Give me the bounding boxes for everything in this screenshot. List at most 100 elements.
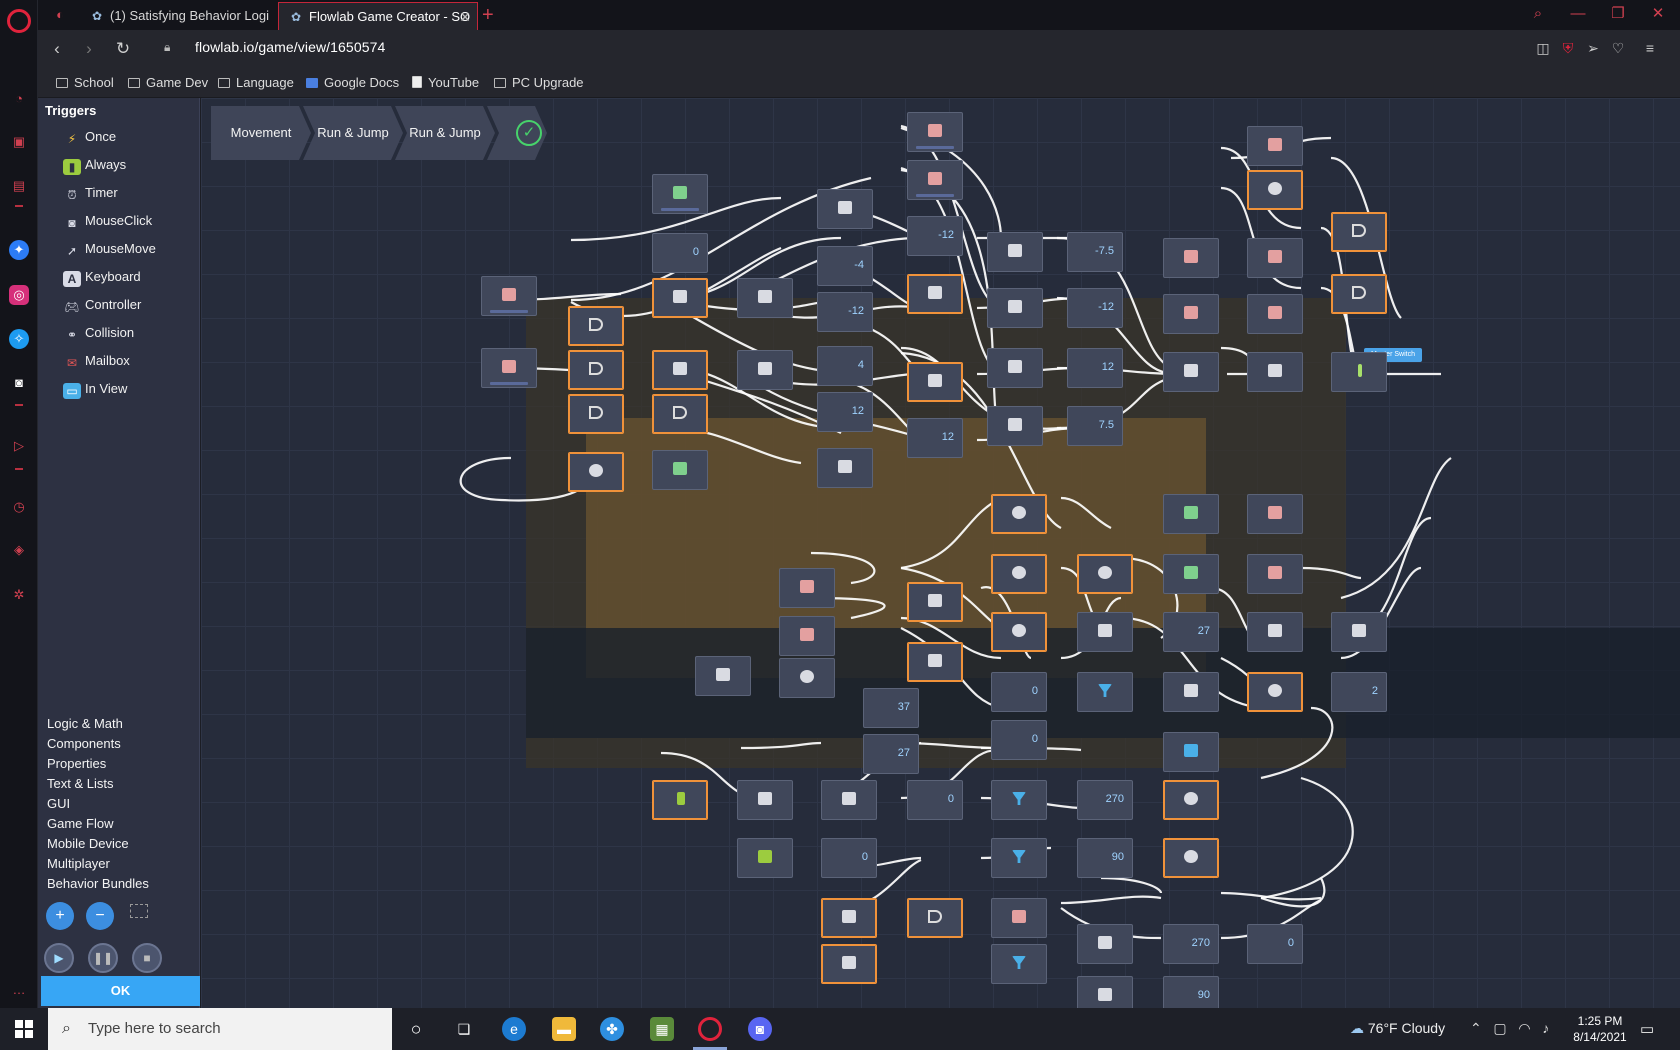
- new-tab-button[interactable]: +: [482, 4, 494, 26]
- category-multiplayer[interactable]: Multiplayer: [47, 856, 110, 871]
- category-text-lists[interactable]: Text & Lists: [47, 776, 114, 791]
- history-icon[interactable]: ◷: [13, 499, 25, 514]
- always-node[interactable]: [652, 780, 708, 820]
- keyboard-node[interactable]: [821, 944, 877, 984]
- logic-gate-node[interactable]: [1331, 212, 1387, 252]
- gamepad-tab-icon[interactable]: ◐: [56, 7, 64, 22]
- reload-icon[interactable]: ↻: [115, 39, 131, 58]
- easy-setup-icon[interactable]: ≡: [1645, 40, 1655, 56]
- category-properties[interactable]: Properties: [47, 756, 107, 771]
- number-node[interactable]: 90: [1163, 976, 1219, 1008]
- minimize-icon[interactable]: —: [1570, 5, 1586, 22]
- close-window-icon[interactable]: ✕: [1651, 5, 1665, 22]
- category-game-flow[interactable]: Game Flow: [47, 816, 114, 831]
- timer-node[interactable]: [568, 452, 624, 492]
- search-tabs-icon[interactable]: ⌕: [1533, 5, 1543, 22]
- meet-now-icon[interactable]: ▢: [1493, 1020, 1507, 1036]
- twitter-icon[interactable]: ✧: [9, 329, 29, 349]
- number-node[interactable]: 12: [907, 418, 963, 458]
- switch-node[interactable]: [817, 448, 873, 488]
- discord-taskbar-icon[interactable]: ◙: [748, 1017, 772, 1041]
- extensions-cube-icon[interactable]: ◈: [14, 542, 24, 557]
- system-clock[interactable]: 1:25 PM 8/14/2021: [1573, 1014, 1627, 1044]
- logic-gate-node[interactable]: [568, 394, 624, 434]
- timer-node[interactable]: [1247, 672, 1303, 712]
- cortana-icon[interactable]: ○: [410, 1019, 422, 1039]
- timer-node[interactable]: [991, 494, 1047, 534]
- timer-node[interactable]: [1077, 554, 1133, 594]
- play-button[interactable]: ▶: [44, 943, 74, 973]
- trigger-mouseclick[interactable]: ◙MouseClick: [63, 209, 152, 233]
- raycast-node[interactable]: [737, 838, 793, 878]
- mailbox-node[interactable]: [481, 276, 537, 316]
- trigger-timer[interactable]: ⏰︎Timer: [63, 181, 117, 205]
- keyboard-node[interactable]: [907, 582, 963, 622]
- number-node[interactable]: -12: [817, 292, 873, 332]
- number-node[interactable]: 0: [1247, 924, 1303, 964]
- timer-node[interactable]: [991, 612, 1047, 652]
- number-node[interactable]: -4: [817, 246, 873, 286]
- filter-node[interactable]: [991, 944, 1047, 984]
- mailbox-node[interactable]: [779, 568, 835, 608]
- number-node[interactable]: 4: [817, 346, 873, 386]
- adblock-shield-icon[interactable]: ⛨: [1562, 40, 1574, 56]
- logic-gate-node[interactable]: [907, 898, 963, 938]
- number-node[interactable]: 27: [1163, 612, 1219, 652]
- master-switch-node[interactable]: [1163, 352, 1219, 392]
- behavior-editor-canvas[interactable]: Movement Run & Jump Run & Jump ✓ 0 -4 -1…: [201, 98, 1680, 1008]
- speed-dial-icon[interactable]: ◔: [15, 91, 23, 106]
- stop-button[interactable]: ■: [132, 943, 162, 973]
- mailbox-node[interactable]: [1247, 126, 1303, 166]
- number-node[interactable]: 270: [1077, 780, 1133, 820]
- mailbox-node[interactable]: [1163, 294, 1219, 334]
- trigger-in-view[interactable]: ▭In View: [63, 377, 127, 401]
- trigger-mailbox[interactable]: ✉︎Mailbox: [63, 349, 130, 373]
- file-explorer-icon[interactable]: ▬: [552, 1017, 576, 1041]
- mailbox-node[interactable]: [779, 616, 835, 656]
- message-node[interactable]: [1163, 494, 1219, 534]
- number-node[interactable]: 90: [1077, 838, 1133, 878]
- send-flow-icon[interactable]: ➢: [1587, 40, 1599, 56]
- taskbar-search-input[interactable]: ⌕ Type here to search: [48, 1008, 392, 1050]
- ease-node[interactable]: [907, 274, 963, 314]
- windows-start-icon[interactable]: [15, 1020, 33, 1038]
- switch-node[interactable]: [987, 406, 1043, 446]
- url-field[interactable]: flowlab.io/game/view/1650574: [195, 39, 386, 55]
- mailbox-node[interactable]: [1163, 238, 1219, 278]
- number-node[interactable]: 0: [652, 233, 708, 273]
- message-node[interactable]: [1163, 554, 1219, 594]
- bookmark-youtube[interactable]: YouTube: [412, 75, 479, 90]
- weather-widget[interactable]: ☁︎ 76°F Cloudy: [1350, 1020, 1446, 1036]
- logic-gate-node[interactable]: [1331, 274, 1387, 314]
- breadcrumb-run-jump-1[interactable]: Run & Jump: [303, 106, 403, 160]
- opera-logo-icon[interactable]: [7, 9, 31, 33]
- timer-node[interactable]: [991, 554, 1047, 594]
- tab-flowlab-game-creator[interactable]: ✿Flowlab Game Creator - SO ✕: [278, 2, 478, 30]
- snapshot-camera-icon[interactable]: ◫: [1536, 40, 1550, 56]
- keyboard-node[interactable]: [907, 642, 963, 682]
- trigger-controller[interactable]: 🎮︎Controller: [64, 297, 142, 314]
- bookmark-language[interactable]: Language: [218, 75, 294, 90]
- breadcrumb-run-jump-2[interactable]: Run & Jump: [395, 106, 495, 160]
- lock-icon[interactable]: 🔒︎: [164, 40, 171, 54]
- select-area-icon[interactable]: [130, 904, 148, 918]
- zoom-out-icon[interactable]: −: [86, 902, 114, 930]
- task-view-icon[interactable]: ❏: [457, 1021, 471, 1037]
- player-icon[interactable]: ▷: [14, 438, 24, 453]
- network-icon[interactable]: ◠: [1518, 1020, 1531, 1036]
- switch-node[interactable]: [1247, 612, 1303, 652]
- switch-node[interactable]: [987, 348, 1043, 388]
- discord-icon[interactable]: ◙: [15, 375, 23, 390]
- number-node[interactable]: 0: [991, 672, 1047, 712]
- instagram-icon[interactable]: ◎: [9, 285, 29, 305]
- switch-node[interactable]: [987, 288, 1043, 328]
- number-node[interactable]: 12: [817, 392, 873, 432]
- number-node[interactable]: -12: [907, 216, 963, 256]
- message-node[interactable]: [652, 174, 708, 214]
- category-mobile-device[interactable]: Mobile Device: [47, 836, 129, 851]
- ease-node[interactable]: [907, 362, 963, 402]
- emitter-node[interactable]: [1163, 732, 1219, 772]
- keyboard-node[interactable]: [821, 898, 877, 938]
- mailbox-node[interactable]: [991, 898, 1047, 938]
- keyboard-node[interactable]: [652, 278, 708, 318]
